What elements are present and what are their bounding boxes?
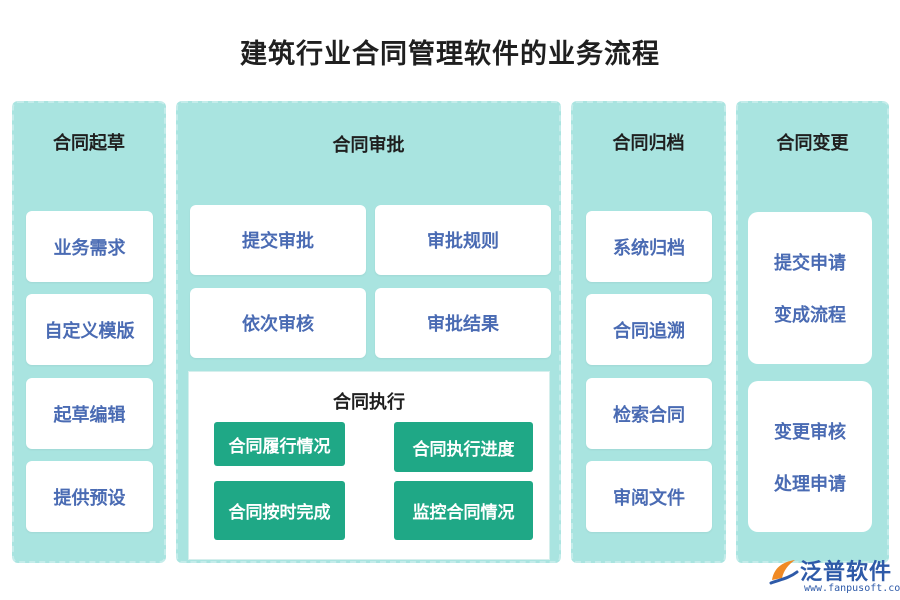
approval-item-rules: 审批规则 — [375, 205, 551, 275]
column-approval-title: 合同审批 — [332, 135, 405, 156]
diagram-title: 建筑行业合同管理软件的业务流程 — [240, 39, 660, 70]
approval-item-sequential-review: 依次审核 — [190, 288, 366, 358]
archive-item-system-archive: 系统归档 — [586, 211, 712, 282]
brand-mark-icon — [769, 560, 799, 585]
brand-name: 泛普软件 — [800, 560, 893, 585]
change-item-submit-application: 提交申请 — [774, 253, 846, 274]
brand-logo: 泛普软件 www.fanpusoft.com — [768, 554, 900, 598]
column-change-title: 合同变更 — [776, 133, 849, 154]
draft-item-business-needs: 业务需求 — [26, 211, 153, 282]
execution-item-on-time: 合同按时完成 — [214, 481, 345, 540]
column-archive-title: 合同归档 — [612, 133, 685, 154]
archive-item-search: 检索合同 — [586, 378, 712, 449]
change-group-review: 变更审核 处理申请 — [748, 381, 872, 532]
execution-item-progress: 合同执行进度 — [394, 422, 533, 472]
change-group-submit: 提交申请 变成流程 — [748, 212, 872, 364]
column-draft-title: 合同起草 — [53, 133, 125, 154]
approval-item-submit: 提交审批 — [190, 205, 366, 275]
draft-item-provide-preset: 提供预设 — [26, 461, 153, 532]
draft-item-custom-template: 自定义模版 — [26, 294, 153, 365]
execution-item-fulfillment: 合同履行情况 — [214, 422, 345, 466]
execution-title: 合同执行 — [333, 392, 405, 413]
archive-item-review-files: 审阅文件 — [586, 461, 712, 532]
execution-item-monitor: 监控合同情况 — [394, 481, 533, 540]
brand-url: www.fanpusoft.com — [804, 583, 900, 594]
archive-item-trace: 合同追溯 — [586, 294, 712, 365]
change-item-process-application: 处理申请 — [774, 473, 846, 495]
change-item-change-review: 变更审核 — [774, 421, 846, 443]
approval-item-result: 审批结果 — [375, 288, 551, 358]
change-item-change-process: 变成流程 — [774, 305, 846, 326]
draft-item-draft-edit: 起草编辑 — [26, 378, 153, 449]
